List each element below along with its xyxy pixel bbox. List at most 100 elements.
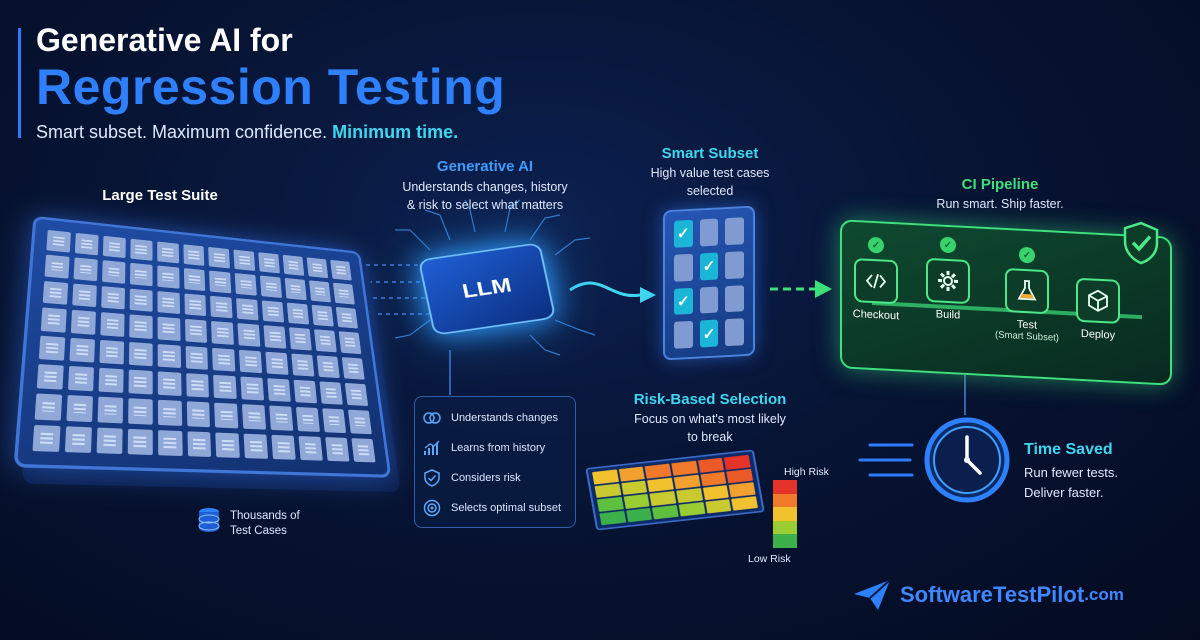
test-case-doc: [210, 295, 233, 319]
title-accent-bar: [18, 28, 21, 138]
test-case-doc: [298, 435, 324, 461]
stage-name: Build: [935, 308, 961, 322]
test-cell: [725, 284, 744, 313]
test-case-doc: [319, 381, 343, 405]
test-case-doc: [260, 275, 283, 298]
test-case-count-line1: Thousands of: [230, 510, 300, 522]
test-case-doc: [335, 306, 359, 329]
test-case-doc: [98, 367, 124, 394]
smart-subset-title: Smart Subset: [661, 145, 759, 162]
feature-label: Considers risk: [451, 472, 521, 484]
test-case-doc: [341, 356, 365, 380]
test-cell: [725, 250, 744, 279]
test-case-doc: [157, 399, 182, 426]
test-case-doc: [156, 241, 179, 264]
test-case-doc: [102, 235, 126, 259]
stage-name: Deploy: [1080, 327, 1116, 342]
risk-scale-step: [773, 480, 797, 494]
feature-item: Learns from history: [423, 433, 567, 463]
heatmap-cell: [678, 501, 706, 517]
test-case-doc: [289, 327, 312, 351]
smart-subset-desc-line1: High value test cases: [650, 166, 770, 180]
smart-subset-desc-line2: selected: [686, 184, 734, 198]
test-case-doc: [128, 341, 153, 367]
test-cell: [699, 286, 719, 314]
test-cell: [725, 217, 744, 245]
test-case-doc: [212, 347, 236, 372]
test-case-doc: [309, 280, 332, 303]
test-case-doc: [70, 309, 96, 335]
cube-icon: [1076, 277, 1120, 324]
test-case-doc: [157, 316, 181, 341]
shield-check-icon: [1122, 220, 1160, 271]
heatmap-cell: [644, 463, 672, 479]
gear-icon: [926, 257, 970, 305]
test-case-doc: [182, 244, 205, 267]
test-case-doc: [73, 257, 98, 282]
time-saved-line2: Deliver faster.: [1024, 485, 1104, 500]
test-case-doc: [214, 402, 239, 429]
test-case-doc: [100, 312, 125, 337]
stage-subtitle: (Smart Subset): [995, 329, 1059, 344]
heatmap-cell: [726, 468, 754, 484]
test-case-doc: [284, 278, 307, 301]
heatmap-cell: [599, 510, 626, 526]
chart-icon: [424, 440, 440, 455]
test-case-doc: [233, 249, 256, 272]
test-cell: [674, 321, 693, 349]
heatmap-cell: [652, 504, 679, 520]
test-case-doc: [242, 404, 267, 430]
test-case-doc: [40, 307, 67, 333]
feature-label: Selects optimal subset: [451, 502, 562, 514]
high-risk-label: High Risk: [784, 466, 829, 478]
test-case-doc: [127, 428, 153, 456]
test-case-doc: [311, 304, 334, 327]
test-case-doc: [322, 408, 347, 433]
ai-features-panel: Understands changes Learns from history …: [414, 396, 576, 528]
target-icon: [423, 499, 441, 517]
test-case-doc: [129, 263, 153, 287]
test-case-doc: [291, 353, 315, 377]
risk-scale: [773, 480, 797, 548]
test-case-doc: [97, 396, 123, 424]
ci-pipeline-desc: Run smart. Ship faster.: [936, 197, 1064, 211]
heatmap-cell: [592, 469, 619, 485]
heatmap-cell: [647, 477, 674, 493]
test-case-doc: [236, 297, 259, 321]
feature-label: Learns from history: [451, 442, 546, 454]
test-case-doc: [261, 300, 285, 323]
clock-icon: [922, 415, 1012, 505]
test-case-doc: [67, 365, 94, 392]
test-case-doc: [129, 314, 153, 339]
heatmap-cell: [704, 498, 732, 514]
test-case-doc: [69, 337, 95, 363]
risk-selection-desc-line1: Focus on what's most likely: [634, 412, 786, 426]
heatmap-cell: [676, 487, 703, 503]
code-icon: [854, 258, 898, 305]
feature-item: Considers risk: [423, 463, 567, 493]
test-case-doc: [243, 433, 269, 459]
test-case-doc: [34, 393, 63, 421]
smart-subset-card: ✓✓✓✓: [663, 205, 755, 361]
test-case-doc: [42, 280, 69, 305]
test-case-doc: [314, 329, 337, 352]
test-case-doc: [101, 260, 126, 284]
test-case-doc: [36, 363, 64, 390]
test-case-doc: [325, 436, 350, 462]
test-case-doc: [287, 302, 310, 325]
test-case-doc: [209, 270, 232, 294]
test-case-doc: [38, 335, 66, 361]
subtitle-highlight: Minimum time.: [332, 122, 459, 142]
pipeline-stage-deploy: ✓ Deploy: [1070, 255, 1126, 342]
risk-scale-step: [773, 507, 797, 521]
test-case-doc: [265, 351, 289, 375]
time-saved-desc: Run fewer tests. Deliver faster.: [1024, 463, 1118, 503]
heatmap-cell: [728, 482, 756, 497]
test-cell: [674, 253, 693, 282]
selected-test-cell: ✓: [674, 219, 693, 248]
test-case-doc: [269, 405, 294, 431]
test-case-doc: [157, 343, 181, 368]
test-case-doc: [271, 434, 296, 460]
test-case-doc: [344, 382, 369, 407]
